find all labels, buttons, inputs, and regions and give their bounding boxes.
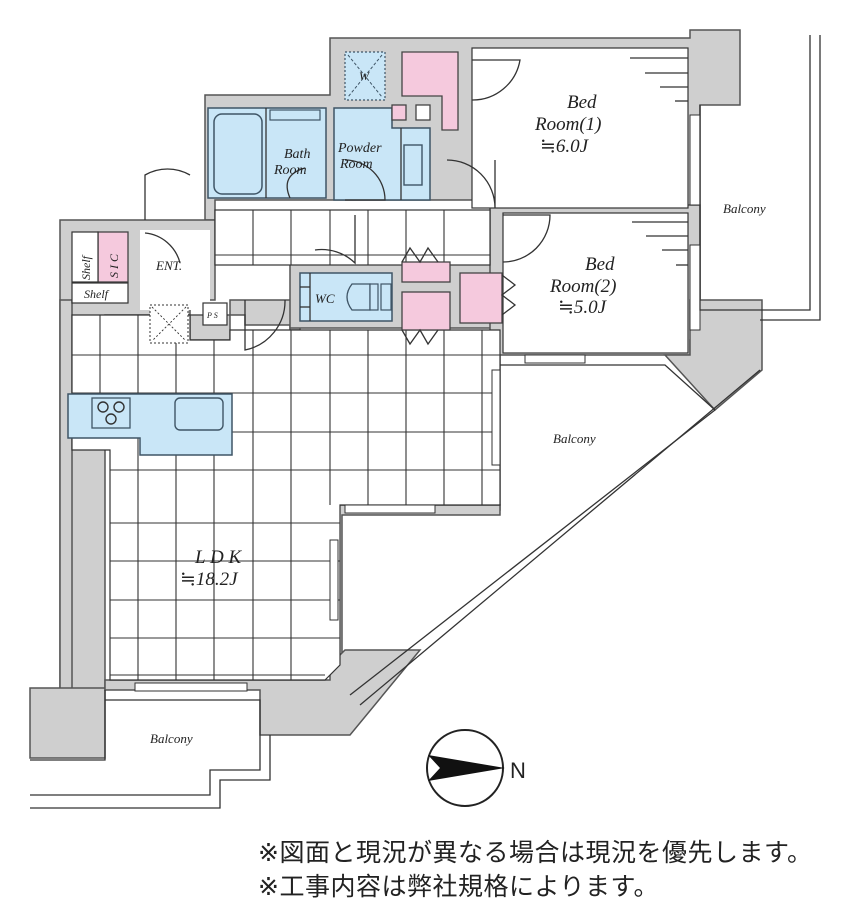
hall-closet-bottom — [401, 291, 451, 331]
balconies — [30, 35, 821, 809]
bedroom2-label-2: Room(2) — [549, 276, 616, 297]
bedroom1-label-1: Bed — [567, 92, 597, 113]
bedroom1-label-2: Room(1) — [534, 114, 601, 135]
bedroom2-label-1: Bed — [585, 254, 615, 275]
door-bed1 — [471, 59, 521, 101]
entrance-floor — [140, 230, 210, 310]
note-line-1: ※図面と現況が異なる場合は現況を優先します。 — [258, 838, 813, 867]
floor-plan: N Bed Room(1) ≒6.0J Bed Room(2) ≒5.0J L … — [29, 29, 821, 809]
compass-icon: N — [426, 729, 526, 807]
disclaimer-notes: ※図面と現況が異なる場合は現況を優先します。 ※工事内容は弊社規格によります。 — [258, 836, 812, 904]
powder-room-label-2: Room — [339, 157, 373, 172]
note-line-2: ※工事内容は弊社規格によります。 — [258, 872, 659, 901]
vanity-icon — [403, 144, 423, 186]
doors — [144, 59, 551, 351]
bathtub-icon — [213, 113, 263, 195]
bedroom1-area: ≒6.0J — [540, 136, 590, 157]
windows — [134, 114, 701, 692]
balcony-triangle-label: Balcony — [553, 431, 596, 446]
bathroom-label-2: Room — [273, 163, 307, 178]
washer-label: W — [359, 69, 370, 83]
hallway-floor — [214, 209, 491, 266]
door-ldk — [244, 299, 286, 351]
compass-north-label: N — [510, 758, 526, 783]
fixtures — [71, 57, 688, 344]
sink-icon — [174, 397, 224, 431]
storage-areas — [97, 51, 503, 331]
balcony-east-outline — [699, 35, 811, 311]
toilet-icon — [346, 283, 371, 311]
powder-room-label-1: Powder — [337, 141, 382, 156]
ldk-label: L D K — [194, 547, 242, 568]
shelf-vertical-label: Shelf — [79, 254, 93, 280]
entrance-label: ENT. — [155, 258, 182, 273]
balcony-east-label: Balcony — [723, 201, 766, 216]
stove-icon — [91, 397, 131, 429]
bedroom1-floor — [471, 47, 689, 209]
labels: Bed Room(1) ≒6.0J Bed Room(2) ≒5.0J L D … — [79, 69, 766, 746]
shelf-horizontal — [71, 282, 129, 304]
door-bed2 — [502, 214, 551, 263]
bedroom2-closet — [459, 272, 503, 324]
sic-label: S I C — [107, 253, 121, 278]
small-closet — [391, 104, 407, 121]
door-bed1-hall — [446, 159, 496, 209]
bedroom1-closet — [401, 51, 459, 131]
door-entrance — [144, 168, 191, 220]
door-powder — [344, 159, 386, 201]
ldk-floor — [71, 314, 501, 681]
door-wc — [314, 215, 356, 265]
wc-label: WC — [315, 291, 335, 306]
ldk-area: ≒18.2J — [180, 569, 239, 590]
hall-closet-top — [401, 261, 451, 283]
bathroom-label-1: Bath — [284, 147, 310, 162]
shelf-vertical — [71, 231, 99, 283]
sic-closet — [97, 231, 129, 283]
shelf-horizontal-label: Shelf — [84, 287, 110, 301]
door-sic — [144, 232, 181, 264]
ps-label: P S — [206, 311, 218, 320]
tile-grid — [72, 210, 500, 680]
ps-shaft — [202, 302, 228, 326]
balcony-south-label: Balcony — [150, 731, 193, 746]
wet-areas — [67, 51, 431, 456]
bedroom2-area: ≒5.0J — [558, 297, 608, 318]
